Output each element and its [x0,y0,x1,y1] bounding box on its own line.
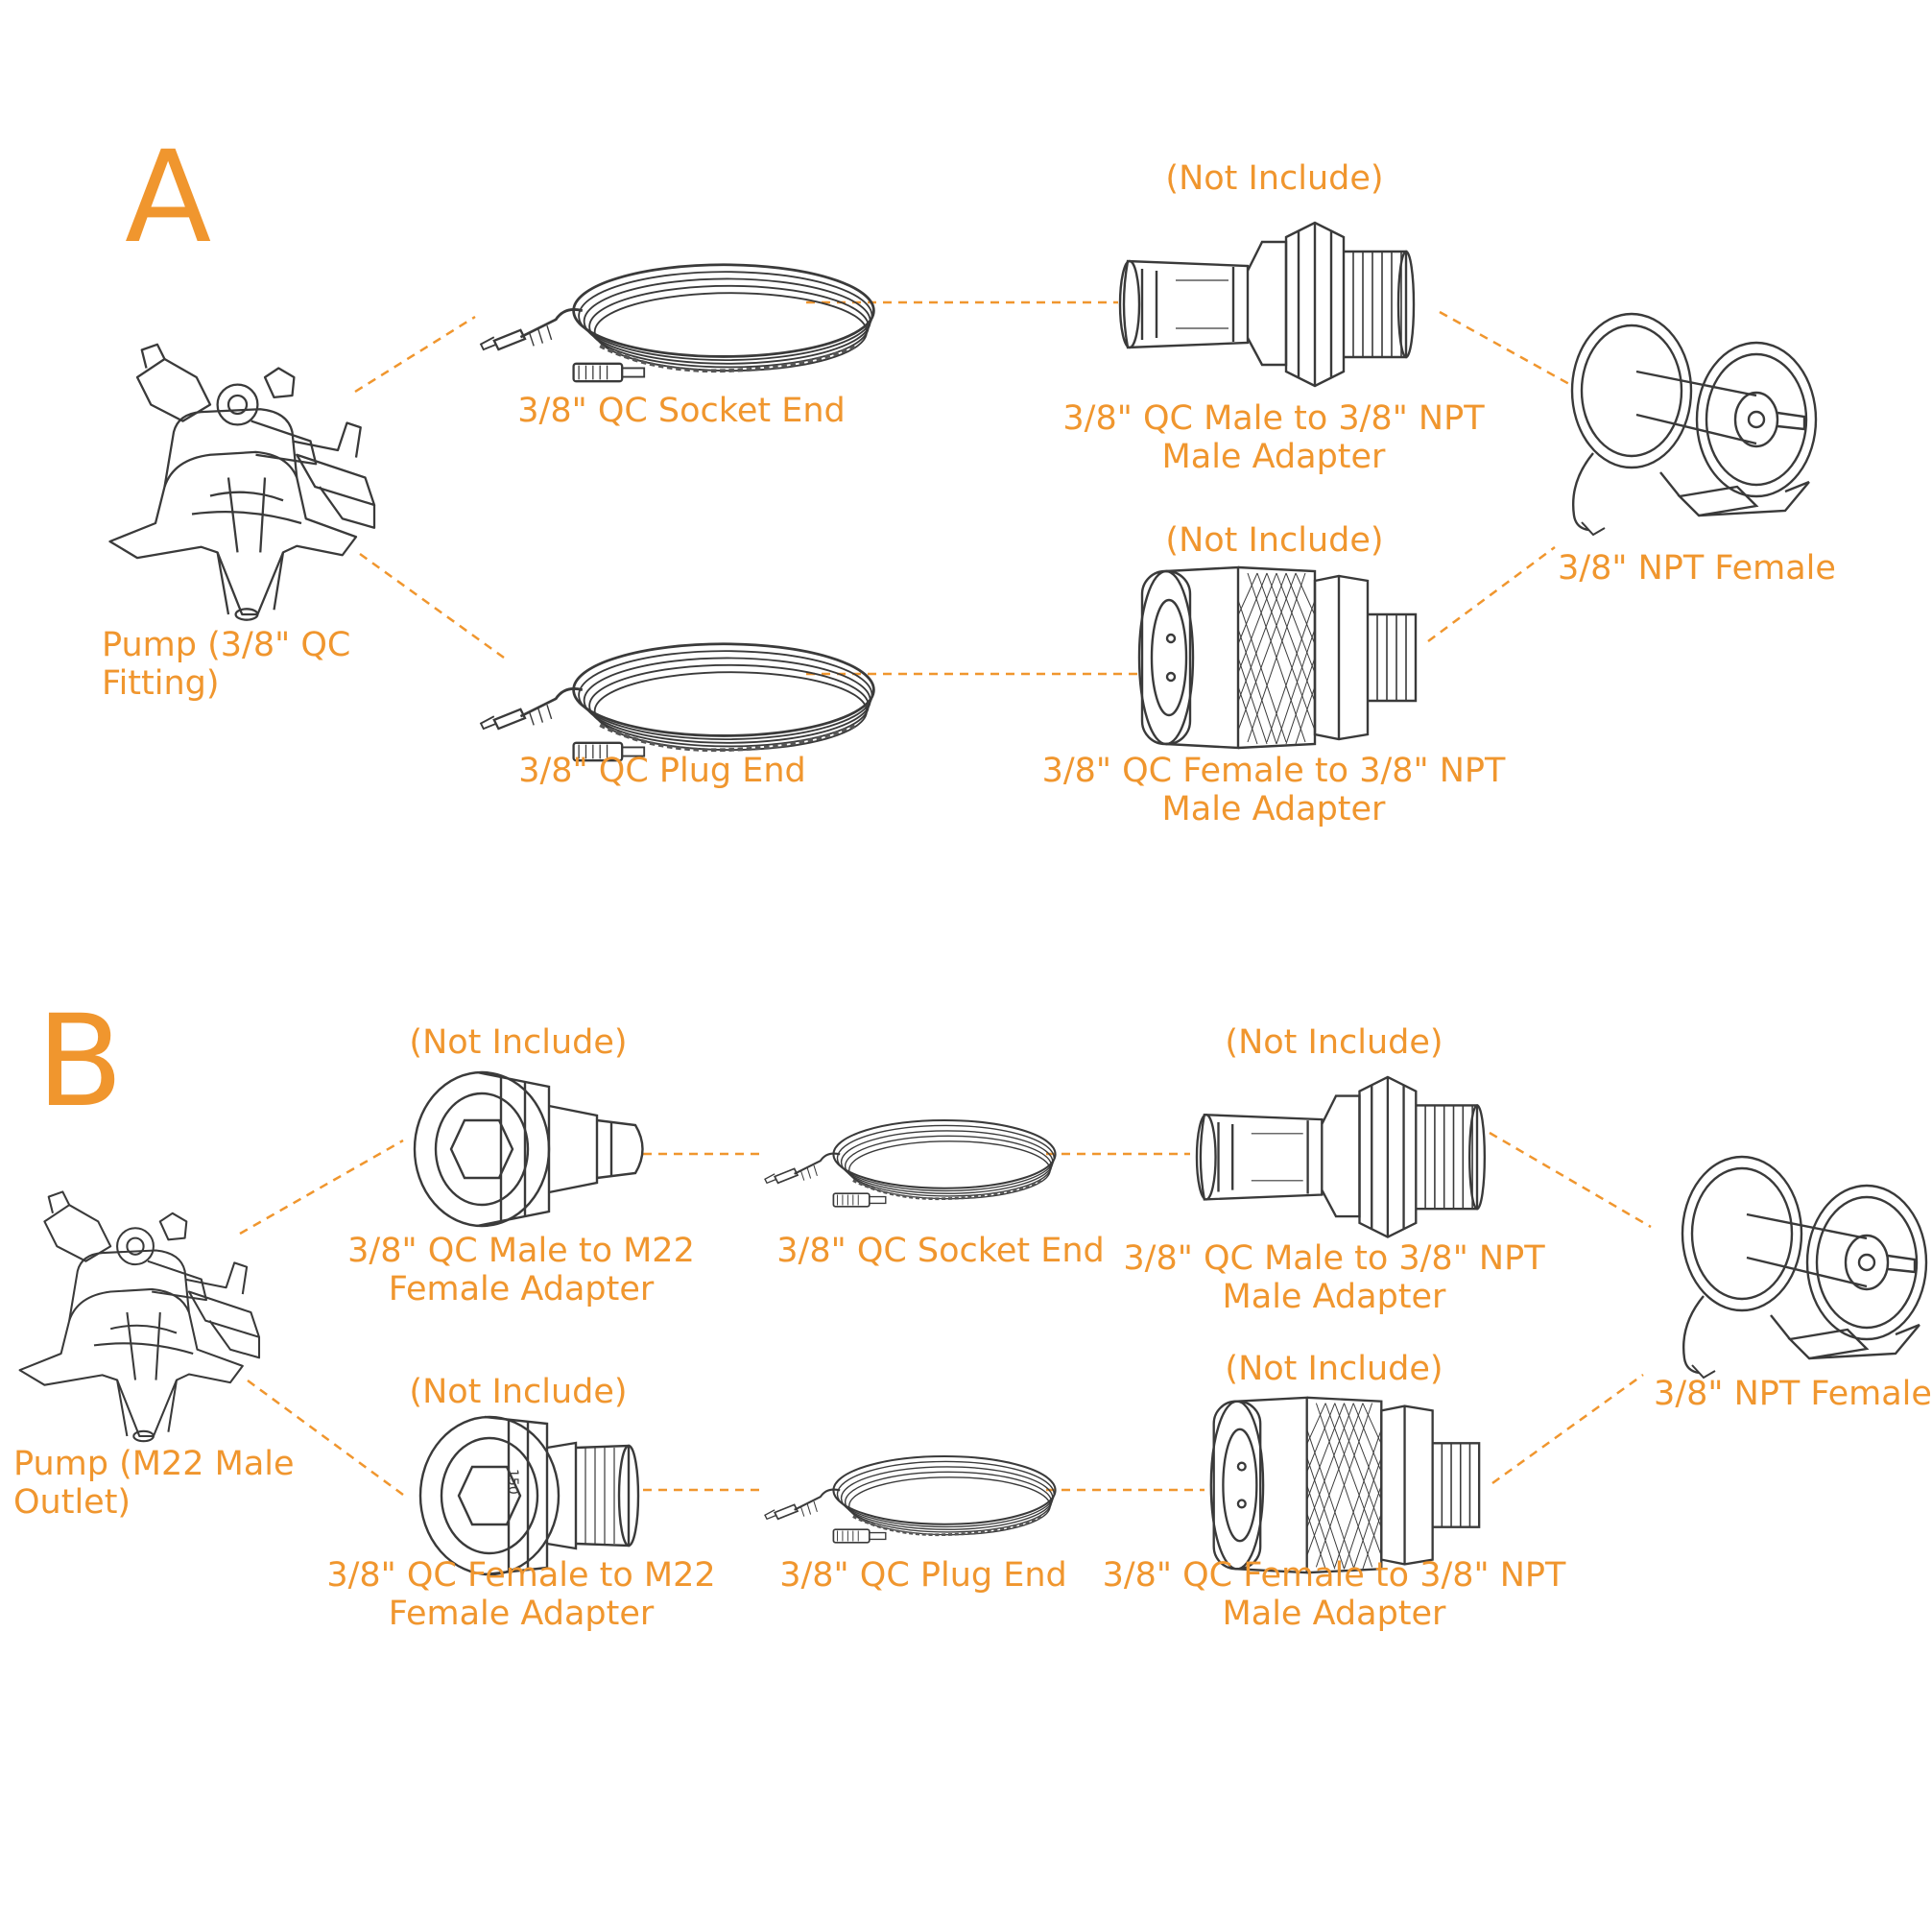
b-adapter-top-note: (Not Include) [1225,1023,1443,1062]
pump-icon [18,1190,261,1443]
connector-a-adapter-top-to-reel [1439,310,1570,386]
section-a-letter: A [125,124,212,272]
hose-icon [763,1118,1057,1209]
hose-reel-icon [1570,312,1818,537]
b-adapter-bottom-note: (Not Include) [1225,1350,1443,1388]
male-adapter-icon [1118,221,1416,388]
a-adapter-top-label-line1: 3/8" QC Male to 3/8" NPT [1062,399,1485,438]
hose-icon [479,262,876,384]
b-m22-top-note: (Not Include) [409,1023,628,1062]
a-adapter-bottom-note: (Not Include) [1165,521,1384,560]
connector-a-pump-to-hose-bottom [359,552,505,660]
b-hose-bottom-label: 3/8" QC Plug End [779,1556,1067,1595]
b-adapter-bottom-label-line1: 3/8" QC Female to 3/8" NPT [1102,1556,1566,1595]
hose-icon [763,1454,1057,1545]
b-m22-top-label: 3/8" QC Male to M22 Female Adapter [347,1232,695,1308]
b-adapter-top-label-line1: 3/8" QC Male to 3/8" NPT [1123,1239,1545,1278]
a-adapter-bottom-label-line1: 3/8" QC Female to 3/8" NPT [1041,752,1506,790]
b-pump-label: Pump (M22 Male Outlet) [13,1445,295,1522]
b-adapter-top-label: 3/8" QC Male to 3/8" NPT Male Adapter [1123,1239,1544,1316]
hose-icon [479,641,876,763]
hose-reel-icon [1681,1155,1928,1380]
b-m22-bottom-label: 3/8" QC Female to M22 Female Adapter [326,1556,715,1633]
a-adapter-bottom-label: 3/8" QC Female to 3/8" NPT Male Adapter [1042,752,1506,828]
a-pump-label-line2: Fitting) [102,664,220,703]
a-adapter-top-label-line2: Male Adapter [1161,438,1386,476]
fitting-stamp: 150 [505,1469,520,1495]
connector-b-adapter-top-to-reel [1489,1131,1652,1229]
b-hose-top-label: 3/8" QC Socket End [776,1232,1105,1270]
pump-icon [108,343,376,621]
m22-male-adapter-icon [413,1070,644,1228]
a-adapter-bottom-label-line2: Male Adapter [1161,790,1386,828]
b-reel-label: 3/8" NPT Female [1654,1375,1932,1413]
m22-female-adapter-icon [418,1415,640,1576]
connector-b-adapter-bottom-to-reel [1491,1373,1644,1485]
female-adapter-icon [1209,1396,1481,1574]
b-m22-bottom-label-line2: Female Adapter [388,1595,655,1633]
a-hose-bottom-label: 3/8" QC Plug End [518,752,806,790]
a-reel-label: 3/8" NPT Female [1558,549,1836,588]
b-m22-top-label-line1: 3/8" QC Male to M22 [347,1232,695,1270]
a-adapter-top-label: 3/8" QC Male to 3/8" NPT Male Adapter [1062,399,1484,476]
male-adapter-icon [1195,1075,1487,1238]
connector-a-adapter-bottom-to-reel [1427,545,1556,643]
connector-a-pump-to-hose-top [354,315,476,394]
connector-b-pump-to-m22-top [239,1139,404,1236]
b-pump-label-line1: Pump (M22 Male [13,1445,295,1483]
b-pump-label-line2: Outlet) [13,1483,131,1522]
b-m22-top-label-line2: Female Adapter [388,1270,655,1308]
b-m22-bottom-label-line1: 3/8" QC Female to M22 [326,1556,716,1595]
b-m22-bottom-note: (Not Include) [409,1373,628,1411]
b-adapter-bottom-label: 3/8" QC Female to 3/8" NPT Male Adapter [1103,1556,1566,1633]
a-pump-label-line1: Pump (3/8" QC [102,626,351,664]
b-adapter-top-label-line2: Male Adapter [1222,1278,1446,1316]
a-pump-label: Pump (3/8" QC Fitting) [102,626,350,703]
a-hose-top-label: 3/8" QC Socket End [517,392,846,430]
connector-b-pump-to-m22-bottom [247,1379,404,1497]
b-adapter-bottom-label-line2: Male Adapter [1222,1595,1446,1633]
female-adapter-icon [1137,565,1418,750]
section-b-letter: B [36,988,124,1136]
a-adapter-top-note: (Not Include) [1165,159,1384,198]
